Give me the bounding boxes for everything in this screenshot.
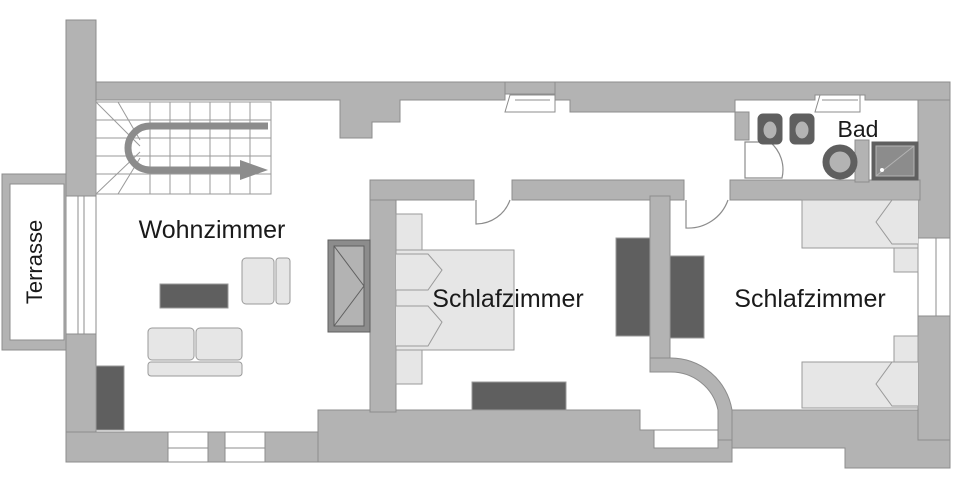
wall-corridor-b [511,179,685,201]
window-terrace [65,195,97,335]
pillow-1a [396,253,443,291]
stove [327,239,371,333]
stair-arrow-icon [240,160,268,180]
terrace: Terrasse [1,173,67,351]
door-bedroom-2 [685,199,729,229]
armchair [241,257,275,305]
pillow-1b [396,305,443,347]
tv-unit [159,283,229,309]
wall-north-right [554,81,951,116]
wardrobe-2 [669,255,705,339]
staircase [95,101,272,195]
wall-corridor-c [729,179,921,201]
doors [475,141,784,229]
stair-handrail [124,122,268,174]
bedroom-2-label: Schlafzimmer [734,285,885,313]
sofa-back [147,361,243,377]
window-south-2 [224,431,266,463]
terrace-label: Terrasse [22,220,47,304]
wall-bath-a [734,111,750,141]
living-room-label: Wohnzimmer [139,216,286,244]
window-south-3 [653,429,719,449]
armchair-arm [275,257,291,305]
bedroom-1-label: Schlafzimmer [432,285,583,313]
door-bath [744,141,784,179]
wardrobe-1 [615,237,651,337]
pillow-2a [875,199,918,245]
living-furniture [95,257,291,431]
bathroom-fixtures [757,113,919,181]
dresser-1 [471,381,567,411]
bedroom-2-furniture [669,199,919,409]
windows [65,94,951,463]
wall-living-bedroom [369,179,397,413]
sofa-seat-right [195,327,243,361]
wall-south-right [317,409,951,469]
sofa-seat-left [147,327,195,361]
window-north-2 [814,94,861,113]
cabinet-living [95,365,125,431]
bedroom-1-furniture [395,213,651,411]
window-east [917,237,951,317]
nightstand-1a [395,213,423,251]
wall-curve [649,357,733,441]
window-south-1 [167,431,209,463]
door-bedroom-1 [475,199,511,225]
window-north-1 [504,94,556,113]
nightstand-1b [395,349,423,385]
terrace-floor [9,183,65,341]
pillow-2b [875,361,918,407]
bath-label: Bad [838,116,879,142]
wall-bedroom-divider [649,195,671,359]
wall-corridor-a [369,179,475,201]
